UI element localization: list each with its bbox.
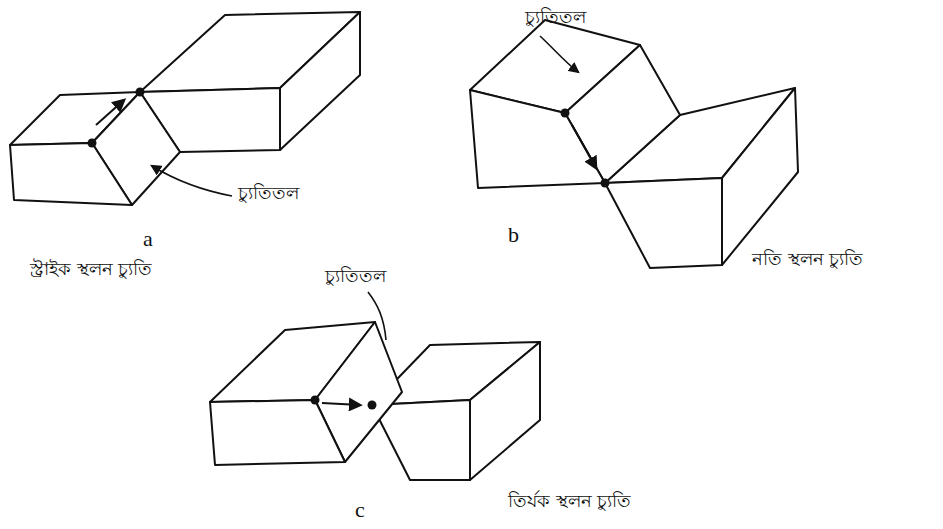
panel-letter: a (143, 226, 153, 252)
strike-slip-blocks (10, 12, 360, 205)
oblique-slip-blocks (210, 322, 540, 480)
fault-type-label: স্ট্রাইক স্থলন চ্যুতি (30, 258, 152, 280)
leader-lines (152, 36, 578, 340)
fault-plane-label: চ্যুতিতল (325, 265, 386, 287)
panel-letter: c (355, 497, 365, 523)
fault-plane-label: চ্যুতিতল (525, 6, 586, 28)
dip-slip-blocks (470, 20, 798, 268)
offset-dots (88, 88, 610, 410)
slip-arrows (96, 100, 596, 405)
fault-type-label: তির্যক স্থলন চ্যুতি (508, 490, 631, 512)
panel-letter: b (508, 222, 519, 248)
fault-plane-label: চ্যুতিতল (238, 182, 299, 204)
fault-type-label: নতি স্থলন চ্যুতি (752, 248, 863, 270)
